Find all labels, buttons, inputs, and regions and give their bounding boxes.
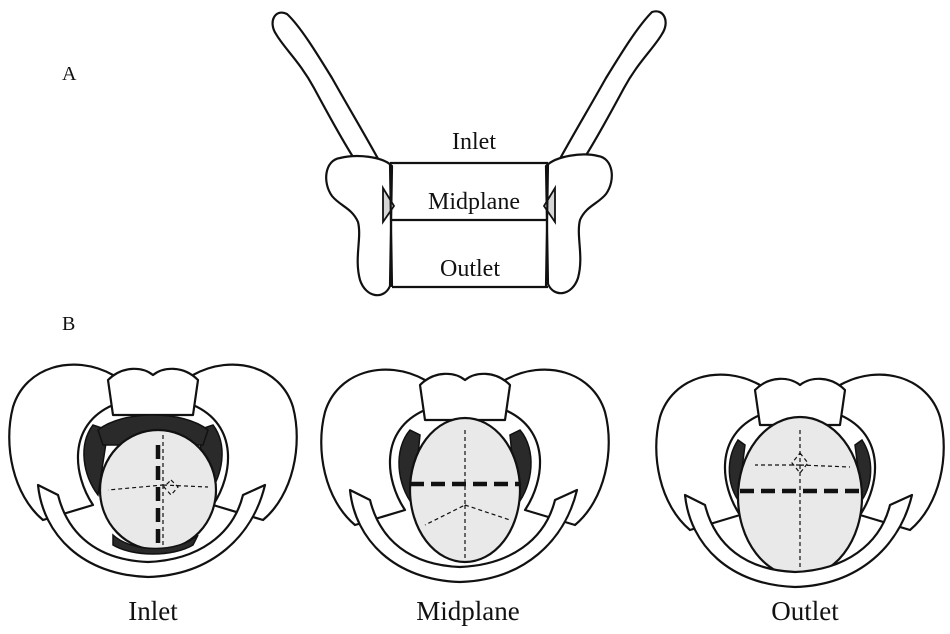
left-iliac-wing [273, 13, 382, 166]
sacrum [420, 374, 510, 420]
panel-b-letter: B [62, 313, 75, 335]
pelvis-outlet-view [656, 375, 944, 587]
inlet-label: Inlet [452, 129, 496, 155]
panel-a-letter: A [62, 63, 77, 85]
caption-midplane: Midplane [416, 596, 519, 626]
pelvis-midplane-view [321, 370, 609, 582]
left-acetabulum [326, 156, 392, 295]
caption-inlet: Inlet [128, 596, 178, 626]
caption-outlet: Outlet [771, 596, 839, 626]
midplane-label: Midplane [428, 189, 520, 215]
sacrum [108, 369, 198, 415]
right-iliac-wing [556, 11, 666, 166]
pelvis-inlet-view [9, 365, 297, 577]
outlet-label: Outlet [440, 256, 500, 282]
